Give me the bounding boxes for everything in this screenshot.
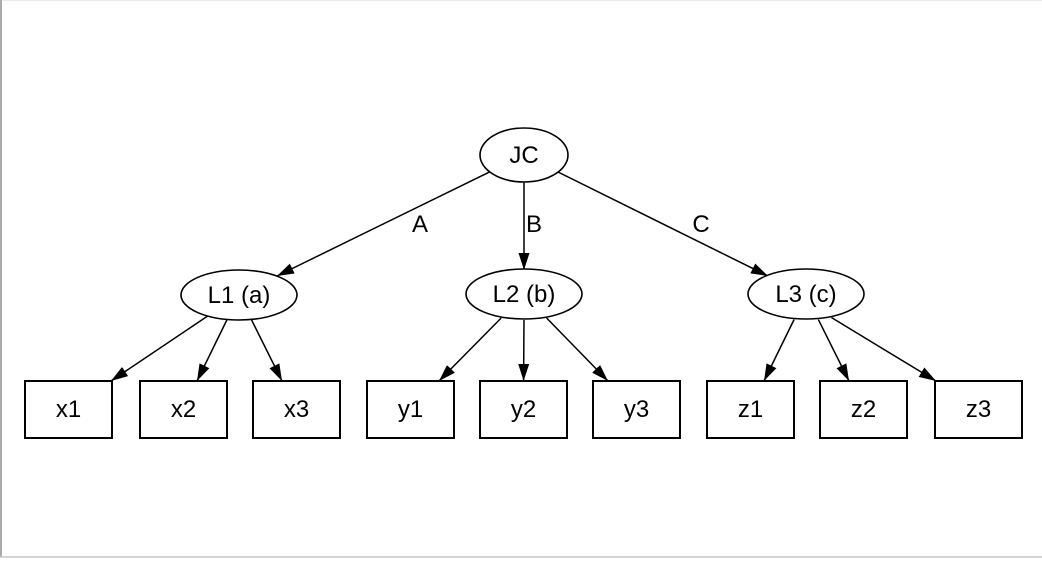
node-y3-label: y3 — [624, 396, 649, 423]
node-z3-box — [934, 380, 1023, 439]
node-y1-label: y1 — [398, 396, 423, 423]
edge-l3-z2 — [817, 319, 850, 382]
edge-l2-y3 — [546, 317, 609, 382]
node-l1-label: L1 (a) — [208, 282, 271, 309]
node-jc-ellipse — [479, 127, 569, 183]
edge-jc-l3 — [557, 171, 769, 277]
node-y2-box — [479, 380, 568, 439]
edge-l3-z3 — [831, 316, 937, 382]
node-x3: x3 — [252, 380, 341, 439]
node-x1: x1 — [24, 380, 113, 439]
node-z3-label: z3 — [966, 396, 991, 423]
node-x2: x2 — [139, 380, 228, 439]
edge-label-b: B — [526, 211, 542, 238]
edge-label-a: A — [412, 211, 428, 238]
node-x3-box — [252, 380, 341, 439]
node-x3-label: x3 — [284, 396, 309, 423]
node-z3: z3 — [934, 380, 1023, 439]
node-z2-label: z2 — [851, 396, 876, 423]
node-x1-box — [24, 380, 113, 439]
node-x2-box — [139, 380, 228, 439]
node-y1: y1 — [366, 380, 455, 439]
node-x2-label: x2 — [171, 396, 196, 423]
node-x1-label: x1 — [56, 396, 81, 423]
node-l2-label: L2 (b) — [493, 281, 556, 308]
node-jc-label: JC — [509, 142, 538, 169]
edge-l1-x1 — [110, 315, 209, 382]
edge-l2-y1 — [438, 317, 502, 382]
node-z2-box — [819, 380, 908, 439]
edge-jc-l1 — [276, 171, 490, 277]
node-y2: y2 — [479, 380, 568, 439]
node-jc: JC — [479, 127, 569, 183]
node-y2-label: y2 — [511, 396, 536, 423]
node-z1: z1 — [706, 380, 795, 439]
node-l1-ellipse — [180, 269, 298, 321]
node-l3: L3 (c) — [747, 268, 865, 320]
edge-l1-x2 — [196, 319, 228, 382]
node-z2: z2 — [819, 380, 908, 439]
node-l2-ellipse — [465, 268, 583, 320]
node-y1-box — [366, 380, 455, 439]
node-l3-ellipse — [747, 268, 865, 320]
node-y3-box — [592, 380, 681, 439]
node-l2: L2 (b) — [465, 268, 583, 320]
node-z1-label: z1 — [738, 396, 763, 423]
node-z1-box — [706, 380, 795, 439]
node-y3: y3 — [592, 380, 681, 439]
node-l1: L1 (a) — [180, 269, 298, 321]
edge-label-c: C — [692, 211, 709, 238]
edge-l1-x3 — [250, 319, 283, 382]
edge-l3-z1 — [763, 319, 795, 382]
node-l3-label: L3 (c) — [775, 281, 836, 308]
